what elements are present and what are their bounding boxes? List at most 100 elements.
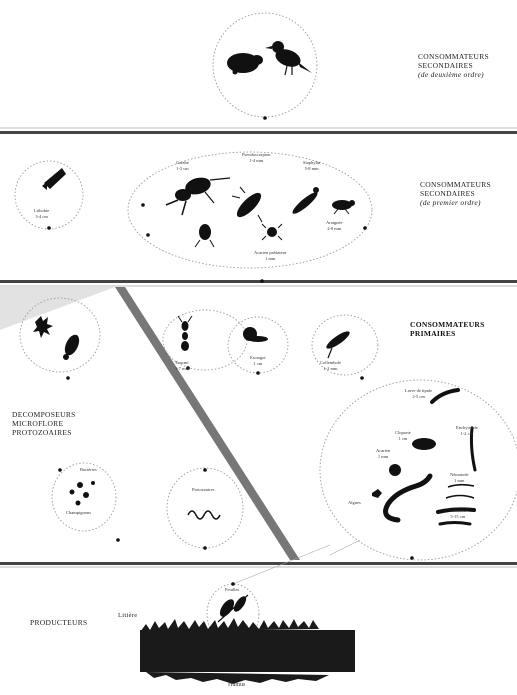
organism-name: Collembole (320, 360, 341, 366)
lithobie-icon (42, 168, 66, 190)
organism-name: Cloporte (395, 430, 411, 436)
label-acarien-predateur: Acarien prédateur 1 mm (254, 250, 286, 261)
pseudoscorpion-small-icon (195, 224, 214, 247)
organism-size: 2-8 mm (326, 226, 343, 232)
organism-size: 1 mm (376, 454, 390, 460)
arrow-dot (263, 116, 267, 120)
fourmi-icon (178, 316, 192, 351)
organism-size: 1 cm (395, 436, 411, 442)
label-larve-tipule: Larve de tipule 2-5 cm (405, 388, 432, 399)
label-line: CONSOMMATEURS (418, 52, 489, 61)
divider-band-2 (0, 280, 517, 283)
organism-size: 5-8 mm (303, 166, 320, 172)
arrow-dot (58, 468, 62, 472)
label-nematode: Nématode 1 mm (450, 472, 469, 483)
label-consommateurs-primaires: CONSOMMATEURS PRIMAIRES (410, 320, 485, 338)
label-enchytreide: Enchytréide 1-2 cm (456, 425, 478, 436)
araignee-icon (332, 200, 355, 214)
label-line: PRIMAIRES (410, 329, 485, 338)
label-bacteries: Bactéries (80, 467, 97, 473)
hatched-corner (0, 287, 115, 330)
label-line: DECOMPOSEURS (12, 410, 76, 419)
arrow-dot (47, 226, 51, 230)
litter-band (140, 618, 355, 684)
arrow-dot (231, 582, 235, 586)
organism-name: Lombric (450, 508, 466, 514)
organism-size: 1 cm (250, 361, 266, 367)
organism-size: 1 mm (254, 256, 286, 262)
organism-name: Pseudoscorpion (242, 152, 271, 158)
divider-band-1 (0, 131, 517, 134)
organism-name: Lithobie (34, 208, 49, 214)
label-fourmi: Fourmi 3-7 mm (175, 360, 189, 371)
staphylin-icon (290, 187, 320, 216)
label-collembole: Collembole 1-2 mm (320, 360, 341, 371)
collembole-icon (324, 329, 352, 358)
organism-size: 1 mm (450, 478, 469, 484)
label-line: MICROFLORE (12, 419, 76, 428)
label-acarien: Acarien 1 mm (376, 448, 390, 459)
nematode-icon (446, 485, 474, 498)
label-line: (de deuxième ordre) (418, 70, 489, 79)
label-line: PROTOZOAIRES (12, 428, 76, 437)
label-line: (de premier ordre) (420, 198, 491, 207)
label-escargot: Escargot 1 cm (250, 355, 266, 366)
arrow-dot (410, 556, 414, 560)
organism-size: 1-2 cm (456, 431, 478, 437)
organism-size: 3-7 mm (175, 366, 189, 372)
carabe-icon (166, 175, 230, 215)
arrow-dot (360, 376, 364, 380)
label-champignons: Champignons (66, 510, 91, 516)
label-protozoaires: Protozoaires (192, 487, 215, 493)
label-consommateurs-secondaires-2nd: CONSOMMATEURS SECONDAIRES (de deuxième o… (418, 52, 489, 79)
arrow-dot (256, 371, 260, 375)
organism-name: Escargot (250, 355, 266, 361)
organism-size: 3-4 cm (34, 214, 49, 220)
label-litiere: Litière (118, 611, 137, 620)
arrow-dot (66, 376, 70, 380)
bird-icon (265, 41, 312, 75)
label-consommateurs-secondaires-1st: CONSOMMATEURS SECONDAIRES (de premier or… (420, 180, 491, 207)
label-producteurs: PRODUCTEURS (30, 618, 87, 627)
label-line: SECONDAIRES (420, 189, 491, 198)
pseudoscorpion-icon (232, 187, 265, 222)
arrow-dot (363, 226, 367, 230)
arrow-dot (146, 233, 150, 237)
label-pseudoscorpion: Pseudoscorpion 1-4 mm (242, 152, 271, 163)
organism-size: 1-3 cm (176, 166, 189, 172)
label-line: CONSOMMATEURS (410, 320, 485, 329)
organism-size: 1-2 mm (320, 366, 341, 372)
arrow-dot (116, 538, 120, 542)
label-carabe: Carabe 1-3 cm (176, 160, 189, 171)
organism-name: Carabe (176, 160, 189, 166)
arrow-dot (141, 203, 145, 207)
label-decomposeurs: DECOMPOSEURS MICROFLORE PROTOZOAIRES (12, 410, 76, 437)
organism-name: Nématode (450, 472, 469, 478)
arrow-dot (260, 279, 264, 283)
microflore-icon (33, 316, 82, 360)
label-line: CONSOMMATEURS (420, 180, 491, 189)
nematode-small-icon (188, 511, 220, 519)
label-staphylin: Staphylin 5-8 mm (303, 160, 320, 171)
organism-size: 5-15 cm (450, 514, 466, 520)
protozoaires-icon (70, 481, 96, 506)
organism-name: Enchytréide (456, 425, 478, 431)
label-line: SECONDAIRES (418, 61, 489, 70)
label-araignee: Araignée 2-8 mm (326, 220, 343, 231)
diagonal-divider (115, 287, 300, 560)
organism-name: Staphylin (303, 160, 320, 166)
circle-nematode (167, 468, 243, 548)
acarien-icon (389, 464, 401, 476)
feuilles-icon (217, 594, 248, 622)
organism-name: Acarien (376, 448, 390, 454)
label-feuilles: Feuilles (225, 587, 239, 593)
divider-band-3 (0, 562, 517, 565)
label-algues: Algues (348, 500, 361, 506)
circle-primaires-large (320, 380, 517, 560)
label-lombric: Lombric 5-15 cm (450, 508, 466, 519)
arrow-dot (203, 468, 207, 472)
organism-size: 2-5 cm (405, 394, 432, 400)
acarien-predateur-icon (262, 224, 282, 240)
organism-size: 1-4 mm (242, 158, 271, 164)
